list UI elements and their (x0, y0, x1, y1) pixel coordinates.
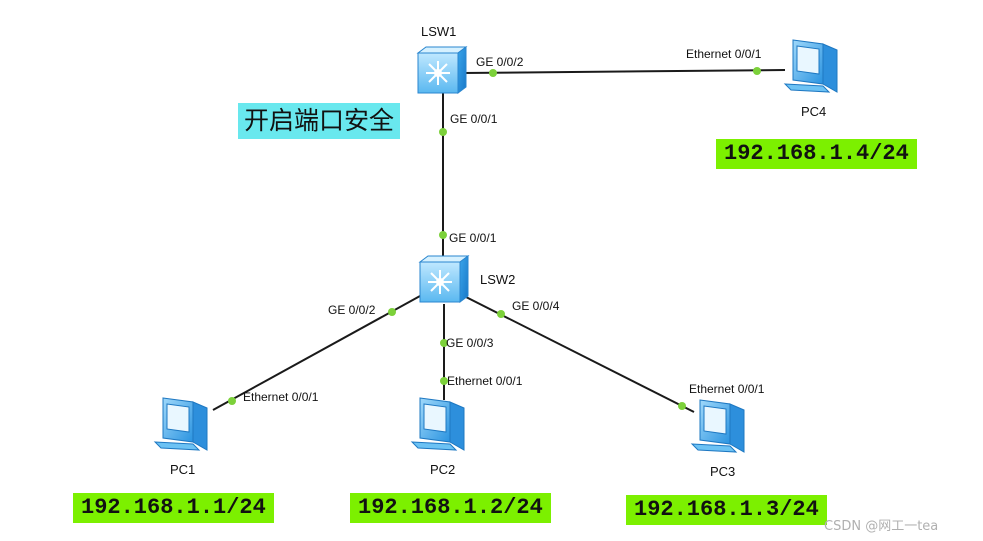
port-dot (388, 308, 396, 316)
ip-label-pc1: 192.168.1.1/24 (73, 493, 274, 523)
device-label-pc3: PC3 (710, 464, 736, 479)
port-dot (497, 310, 505, 318)
port-dot (678, 402, 686, 410)
port-label-pc1-eth001: Ethernet 0/0/1 (243, 390, 319, 404)
device-label-lsw2: LSW2 (480, 272, 516, 287)
port-label-lsw1-ge001: GE 0/0/1 (450, 112, 498, 126)
ip-label-pc4: 192.168.1.4/24 (716, 139, 917, 169)
device-label-lsw1: LSW1 (421, 24, 457, 39)
port-label-lsw1-ge002: GE 0/0/2 (476, 55, 524, 69)
pc-icon[interactable] (153, 397, 208, 451)
device-label-pc1: PC1 (170, 462, 196, 477)
port-dots (228, 67, 761, 410)
port-dot (439, 231, 447, 239)
pc-icon[interactable] (410, 397, 465, 451)
port-label-pc2-eth001: Ethernet 0/0/1 (447, 374, 523, 388)
port-dot (489, 69, 497, 77)
port-dot (440, 339, 448, 347)
link-lsw2-pc1 (212, 295, 421, 411)
port-label-lsw2-ge003: GE 0/0/3 (446, 336, 494, 350)
ip-label-pc3: 192.168.1.3/24 (626, 495, 827, 525)
port-dot (228, 397, 236, 405)
port-label-lsw2-ge002: GE 0/0/2 (328, 303, 376, 317)
port-label-pc3-eth001: Ethernet 0/0/1 (689, 382, 765, 396)
port-label-pc4-eth001: Ethernet 0/0/1 (686, 47, 762, 61)
ip-label-pc2: 192.168.1.2/24 (350, 493, 551, 523)
device-label-pc2: PC2 (430, 462, 456, 477)
device-label-pc4: PC4 (801, 104, 827, 119)
port-dot (439, 128, 447, 136)
port-dot (753, 67, 761, 75)
port-label-lsw2-ge001: GE 0/0/1 (449, 231, 497, 245)
switch-icon[interactable] (416, 46, 468, 94)
pc-icon[interactable] (783, 39, 838, 93)
port-label-lsw2-ge004: GE 0/0/4 (512, 299, 560, 313)
pc-icon[interactable] (690, 399, 745, 453)
port-security-note: 开启端口安全 (238, 103, 401, 139)
port-dot (440, 377, 448, 385)
watermark: CSDN @网工一tea (824, 519, 939, 534)
link-lsw1-pc4 (461, 69, 786, 74)
switch-icon[interactable] (418, 255, 470, 303)
